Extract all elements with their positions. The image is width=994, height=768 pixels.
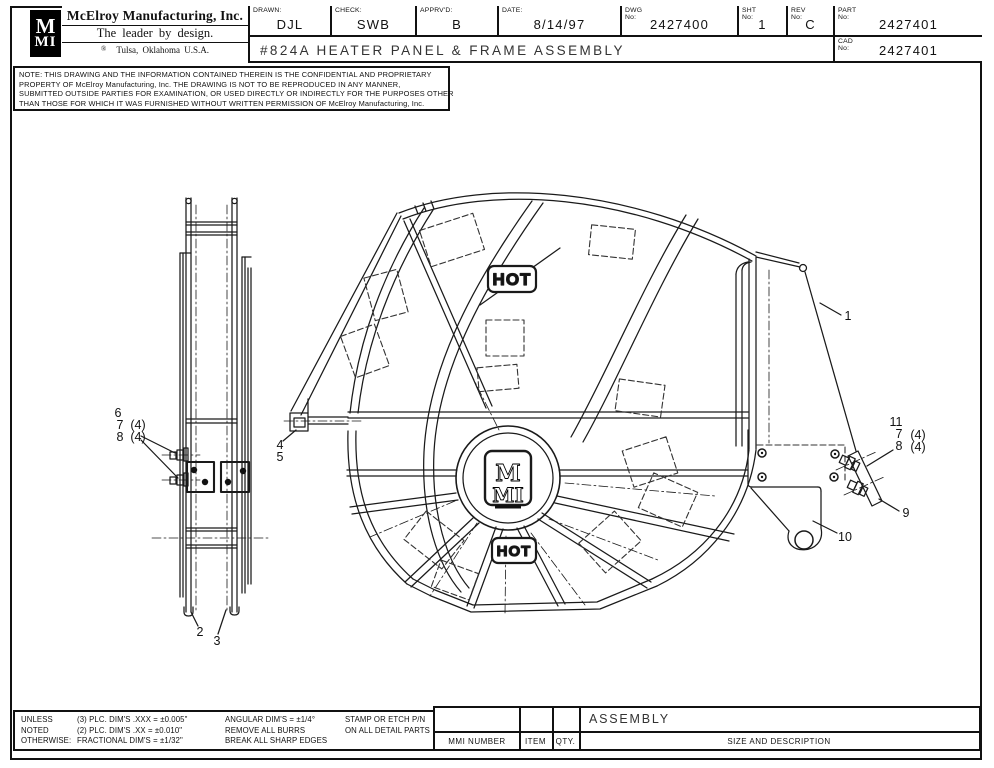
sheet-border <box>10 6 982 760</box>
ribs <box>349 492 735 609</box>
callout-qty8-right: (4) <box>910 440 925 454</box>
arm <box>283 398 363 432</box>
field-check: CHECK: SWB <box>330 6 415 37</box>
registered-mark: ® <box>100 45 107 53</box>
note-line-1: NOTE: THIS DRAWING AND THE INFORMATION C… <box>19 70 432 79</box>
front-view: M MI <box>283 192 885 615</box>
callout-1: 1 <box>845 309 852 323</box>
field-dwg-no: DWG No: 2427400 <box>620 6 737 37</box>
callout-6: 6 <box>115 406 122 420</box>
callout-7-left: 7 <box>117 418 124 432</box>
field-date: DATE: 8/14/97 <box>497 6 620 37</box>
note-line-3: SUBMITTED OUTSIDE PARTIES FOR EXAMINATIO… <box>19 89 454 99</box>
field-drawn-value: DJL <box>276 16 304 32</box>
callout-3: 3 <box>214 634 221 648</box>
field-apprvd-value: B <box>452 16 462 32</box>
note-line-2: PROPERTY OF McElroy Manufacturing, Inc. … <box>19 79 401 89</box>
callout-8-left: 8 <box>117 430 124 444</box>
side-view <box>151 197 269 617</box>
field-dwg-value: 2427400 <box>649 16 709 32</box>
callout-4: 4 <box>277 438 284 452</box>
field-apprvd: APPRV'D: B <box>415 6 497 37</box>
field-part-no: PART No: 2427401 <box>833 6 982 37</box>
company-name: McElroy Manufacturing, Inc. <box>62 6 248 26</box>
field-date-value: 8/14/97 <box>533 16 586 32</box>
logo-letter-m: M <box>35 14 56 39</box>
col-qty: QTY. <box>555 737 576 746</box>
bolt-set-right-b <box>846 479 869 497</box>
drawing-title: #824A HEATER PANEL & FRAME ASSEMBLY <box>260 42 625 58</box>
callout-7-right: 7 <box>896 427 903 441</box>
field-part-value: 2427401 <box>878 16 938 32</box>
hot-label-top: HOT <box>479 247 561 306</box>
mmi-badge-mi: MI <box>492 483 524 507</box>
hot-bottom-text: HOT <box>497 543 532 560</box>
callout-2: 2 <box>197 625 204 639</box>
field-cad-no: CAD No: 2427401 <box>833 37 982 63</box>
callout-10: 10 <box>838 530 852 544</box>
callout-11: 11 <box>890 415 903 429</box>
field-drawn: DRAWN: DJL <box>248 6 330 37</box>
field-sht-value: 1 <box>758 16 767 32</box>
bolt-set-left <box>161 447 201 487</box>
callout-qty8-left: (4) <box>130 430 145 444</box>
callout-5: 5 <box>277 450 284 464</box>
company-location: ®Tulsa, Oklahoma U.S.A. <box>100 45 209 55</box>
callout-qty7-left: (4) <box>130 418 145 432</box>
assembly-title: ASSEMBLY <box>589 712 670 726</box>
note-line-4: THAN THOSE FOR WHICH IT WAS FURNISHED WI… <box>19 98 425 108</box>
callouts: 1 2 3 4 5 6 7 8 (4) (4) 11 7 8 (4) (4) 9… <box>115 302 926 648</box>
clamp-plates <box>185 460 251 494</box>
col-mmi-number: MMI NUMBER <box>448 737 506 746</box>
tolerance-dims: (3) PLC. DIM'S .XXX = ±0.005" (2) PLC. D… <box>77 715 188 745</box>
tolerance-stamp: STAMP OR ETCH P/N ON ALL DETAIL PARTS <box>345 715 430 735</box>
logo-letter-mi: MI <box>34 34 57 51</box>
heater-elements <box>340 212 699 601</box>
drawing-title-cell: #824A HEATER PANEL & FRAME ASSEMBLY <box>248 37 833 63</box>
center-hub: M MI <box>455 425 561 531</box>
callout-9: 9 <box>903 506 910 520</box>
tolerance-block: UNLESS NOTED OTHERWISE: (3) PLC. DIM'S .… <box>13 710 444 751</box>
field-rev-no: REV No: C <box>786 6 833 37</box>
company-tagline: The leader by design. <box>62 26 248 43</box>
col-item: ITEM <box>524 737 547 746</box>
tolerance-unless: UNLESS NOTED OTHERWISE: <box>21 715 72 745</box>
parts-table-row-divider <box>435 731 979 733</box>
mmi-badge-m: M <box>495 460 520 487</box>
callout-8-right: 8 <box>896 439 903 453</box>
proprietary-note: NOTE: THIS DRAWING AND THE INFORMATION C… <box>13 66 454 111</box>
company-logo: M MI <box>30 10 61 57</box>
field-check-value: SWB <box>356 16 391 32</box>
callout-qty7-right: (4) <box>910 428 925 442</box>
field-sht-no: SHT No: 1 <box>737 6 786 37</box>
tolerance-general: ANGULAR DIM'S = ±1/4° REMOVE ALL BURRS B… <box>225 715 328 745</box>
company-block: McElroy Manufacturing, Inc. The leader b… <box>62 6 248 63</box>
bolt-set-right-a <box>838 454 861 472</box>
hot-top-text: HOT <box>493 270 532 289</box>
guard <box>755 251 859 459</box>
parts-table: ASSEMBLY MMI NUMBER ITEM QTY. SIZE AND D… <box>433 706 981 751</box>
hot-label-bottom: HOT <box>490 536 538 565</box>
leader-lines <box>140 302 900 635</box>
field-cad-value: 2427401 <box>878 43 938 58</box>
col-size-description: SIZE AND DESCRIPTION <box>727 737 831 746</box>
field-rev-value: C <box>805 16 816 32</box>
